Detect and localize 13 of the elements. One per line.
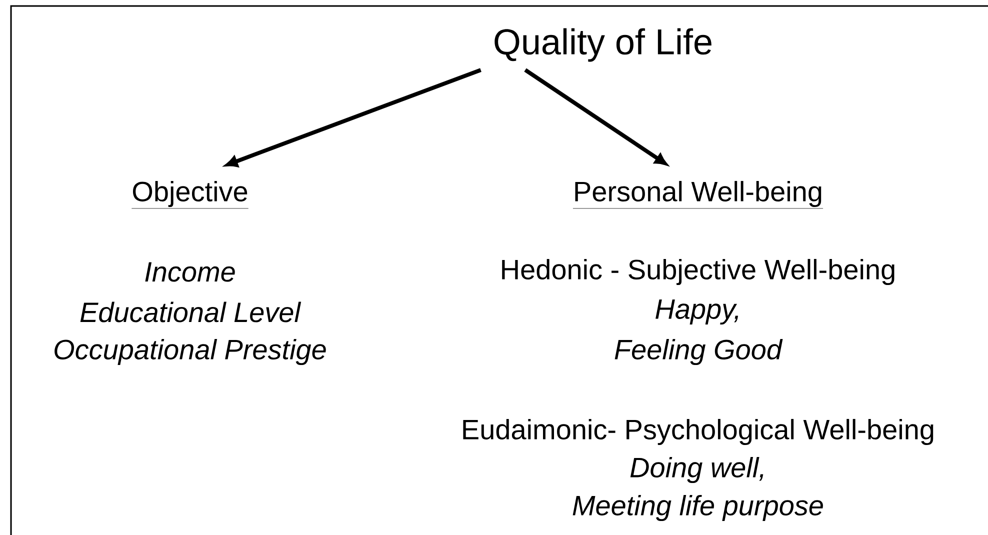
arrow: [524, 68, 667, 166]
label-text: Happy,: [656, 299, 738, 325]
category-heading: Objective: [131, 180, 249, 209]
label-text: Hedonic - Subjective Well-being: [502, 258, 894, 286]
label-text: Meeting life purpose: [572, 494, 823, 522]
category-heading: Personal Well-being: [572, 180, 824, 209]
label-text: Feeling Good: [614, 338, 783, 366]
label-text: Occupational Prestige: [54, 338, 326, 366]
label-text: Doing well,: [630, 456, 764, 484]
label-text: Income: [145, 262, 235, 282]
heading-text: Quality of Life: [494, 28, 712, 62]
label-text: Eudaimonic- Psychological Well-being: [463, 418, 934, 446]
label-text: Educational Level: [80, 302, 302, 322]
